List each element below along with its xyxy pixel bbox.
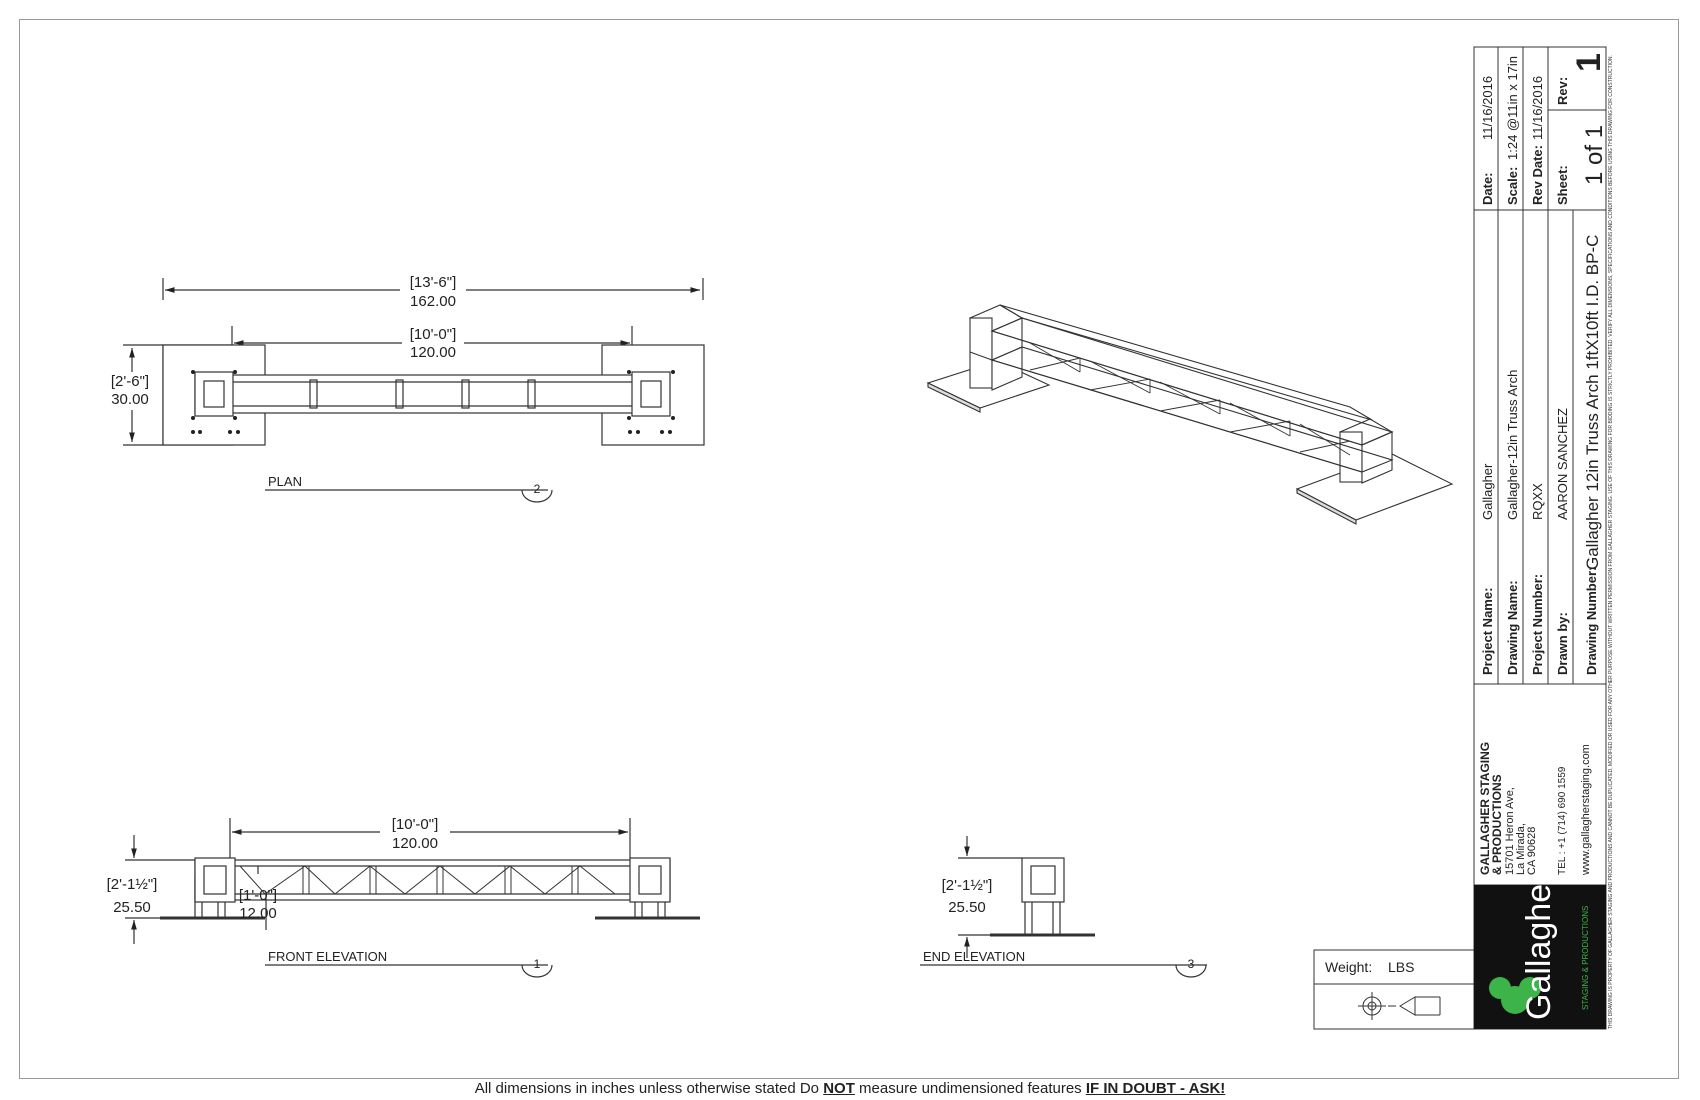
rev-label: Rev: bbox=[1555, 77, 1570, 105]
weight-box bbox=[1313, 949, 1475, 1030]
company-web: www.gallagherstaging.com bbox=[1580, 744, 1592, 876]
front-height-in: 25.50 bbox=[113, 899, 151, 916]
company-address2: La Mirada, bbox=[1515, 823, 1527, 875]
plan-view-number: 2 bbox=[534, 482, 541, 496]
plan-overall-ft: [13'-6"] bbox=[410, 274, 457, 291]
project-number-value: RQXX bbox=[1530, 483, 1545, 520]
drawing-sheet-border bbox=[19, 19, 1679, 1079]
logo-subtext: STAGING & PRODUCTIONS bbox=[1581, 906, 1590, 1010]
company-name-line1: GALLAGHER STAGING bbox=[1478, 742, 1492, 875]
project-name-value: Gallagher bbox=[1480, 463, 1495, 520]
scale-value: 1:24 @11in x 17in bbox=[1505, 56, 1520, 160]
weight-label: Weight: bbox=[1325, 959, 1372, 975]
drawn-by-value: AARON SANCHEZ bbox=[1555, 408, 1570, 520]
rev-date-label: Rev Date: bbox=[1530, 145, 1545, 205]
end-view-label: END ELEVATION bbox=[923, 949, 1025, 964]
date-label: Date: bbox=[1480, 172, 1495, 205]
footer-text-1: All dimensions in inches unless otherwis… bbox=[474, 1080, 820, 1097]
sheet-value: 1 of 1 bbox=[1581, 125, 1608, 185]
gallagher-logo bbox=[1474, 885, 1606, 1029]
company-address3: CA 90628 bbox=[1526, 827, 1538, 875]
sheet-label: Sheet: bbox=[1555, 165, 1570, 205]
drawing-number-value: Gallagher 12in Truss Arch 1ftX10ft I.D. … bbox=[1583, 235, 1602, 570]
drawing-name-value: Gallagher-12in Truss Arch bbox=[1505, 370, 1520, 520]
company-name-line2: & PRODUCTIONS bbox=[1490, 774, 1504, 875]
drawn-by-label: Drawn by: bbox=[1555, 612, 1570, 675]
logo-text: Gallagher bbox=[1520, 873, 1558, 1020]
plan-view-label: PLAN bbox=[268, 474, 302, 489]
plan-overall-in: 162.00 bbox=[410, 293, 456, 310]
end-elevation-view bbox=[920, 836, 1207, 978]
end-height-ft: [2'-1½"] bbox=[942, 877, 993, 894]
plan-span-in: 120.00 bbox=[410, 344, 456, 361]
weight-value: LBS bbox=[1388, 959, 1414, 975]
company-address1: 15701 Heron Ave, bbox=[1504, 787, 1516, 875]
drawing-name-label: Drawing Name: bbox=[1505, 580, 1520, 675]
footer-note: All dimensions in inches unless otherwis… bbox=[0, 1080, 1700, 1097]
end-height-in: 25.50 bbox=[948, 899, 986, 916]
front-view-label: FRONT ELEVATION bbox=[268, 949, 387, 964]
project-name-label: Project Name: bbox=[1480, 588, 1495, 675]
front-truss-in: 12.00 bbox=[239, 905, 277, 922]
plan-view bbox=[105, 272, 705, 503]
front-span-ft: [10'-0"] bbox=[392, 816, 439, 833]
plan-width-ft: [2'-6"] bbox=[111, 373, 149, 390]
plan-span-ft: [10'-0"] bbox=[410, 326, 457, 343]
front-span-in: 120.00 bbox=[392, 835, 438, 852]
date-value: 11/16/2016 bbox=[1480, 76, 1495, 140]
footer-text-2: measure undimensioned features bbox=[859, 1080, 1082, 1097]
front-truss-ft: [1'-0"] bbox=[239, 887, 277, 904]
legal-notice: THIS DRAWING IS PROPERTY OF GALLAGHER ST… bbox=[1608, 55, 1614, 1029]
front-view-number: 1 bbox=[534, 957, 541, 971]
drawing-number-label: Drawing Number: bbox=[1584, 567, 1599, 675]
title-block bbox=[1473, 46, 1607, 1030]
rev-date-value: 11/16/2016 bbox=[1530, 76, 1545, 140]
front-elevation-view bbox=[125, 814, 700, 978]
scale-label: Scale: bbox=[1505, 167, 1520, 205]
rev-value: 1 bbox=[1570, 53, 1608, 72]
footer-not: NOT bbox=[823, 1080, 855, 1097]
isometric-view bbox=[926, 304, 1454, 525]
project-number-label: Project Number: bbox=[1530, 574, 1545, 675]
front-height-ft: [2'-1½"] bbox=[107, 876, 158, 893]
company-tel: TEL : +1 (714) 690 1559 bbox=[1557, 766, 1568, 875]
footer-ask: IF IN DOUBT - ASK! bbox=[1085, 1080, 1226, 1097]
end-view-number: 3 bbox=[1188, 957, 1195, 971]
plan-width-in: 30.00 bbox=[111, 391, 149, 408]
